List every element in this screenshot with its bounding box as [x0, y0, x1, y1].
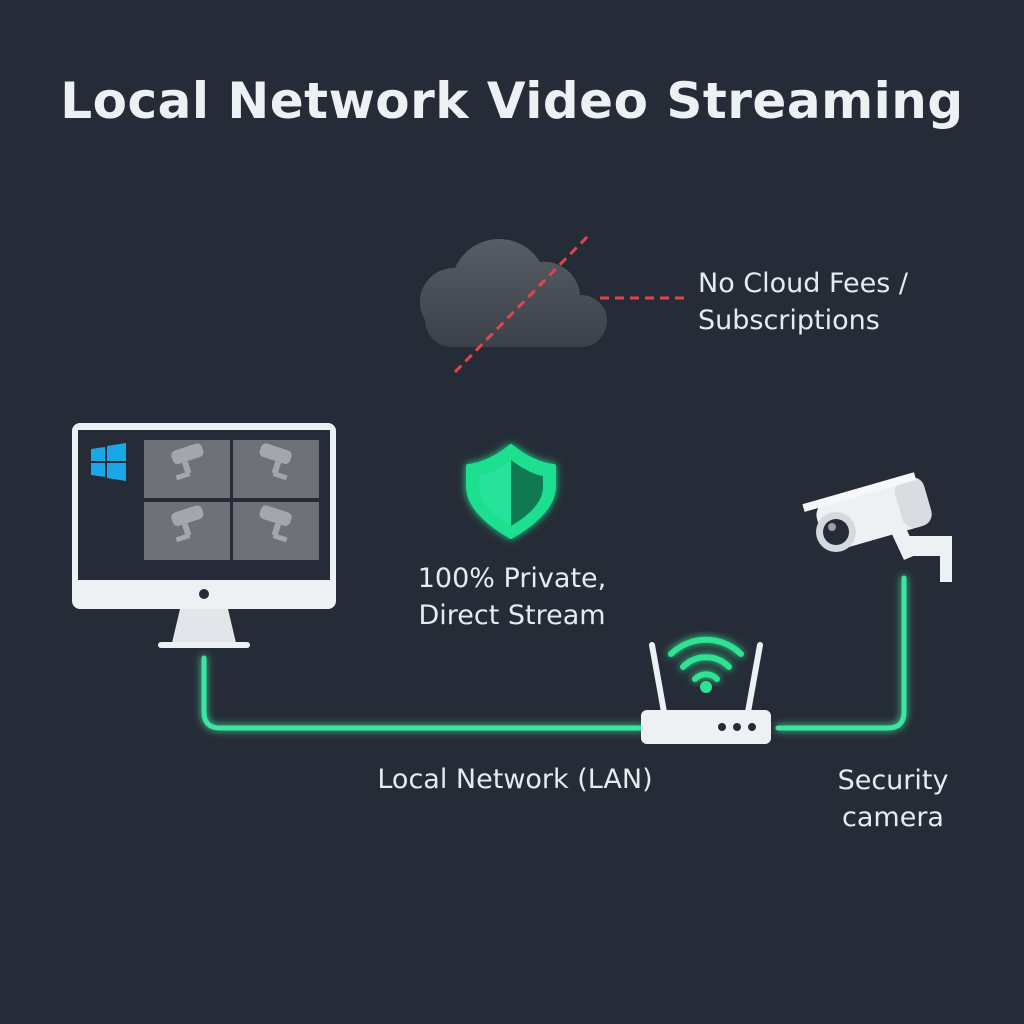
lan-connection	[201, 575, 907, 731]
security-camera-label: Security camera	[820, 762, 966, 836]
security-camera-label-line: Security	[837, 765, 949, 796]
private-stream-label-line: Direct Stream	[418, 600, 606, 631]
camera-tile-icon	[144, 440, 230, 498]
shield-icon	[466, 444, 556, 539]
camera-tile-icon	[233, 440, 319, 498]
lan-line-router-camera	[775, 575, 907, 731]
no-cloud-label: No Cloud Fees / Subscriptions	[698, 265, 908, 339]
router-icon	[641, 636, 771, 744]
monitor-icon	[72, 423, 336, 648]
no-cloud-label-line: Subscriptions	[698, 305, 880, 336]
cloud-icon	[419, 239, 608, 347]
no-cloud-strike-line	[453, 234, 590, 374]
windows-logo-icon	[91, 443, 126, 481]
camera-tile-icon	[233, 502, 319, 560]
no-cloud-label-line: No Cloud Fees /	[698, 268, 909, 299]
private-stream-label-line: 100% Private,	[417, 563, 607, 594]
wifi-icon	[668, 636, 744, 682]
lan-line-monitor-router	[201, 655, 645, 731]
diagram-title: Local Network Video Streaming	[60, 72, 964, 130]
camera-tile-icon	[144, 502, 230, 560]
security-camera-label-line: camera	[842, 802, 944, 833]
security-camera-icon	[802, 472, 952, 582]
camera-grid	[144, 440, 319, 560]
private-stream-label: 100% Private, Direct Stream	[380, 560, 644, 634]
lan-label: Local Network (LAN)	[377, 764, 653, 795]
